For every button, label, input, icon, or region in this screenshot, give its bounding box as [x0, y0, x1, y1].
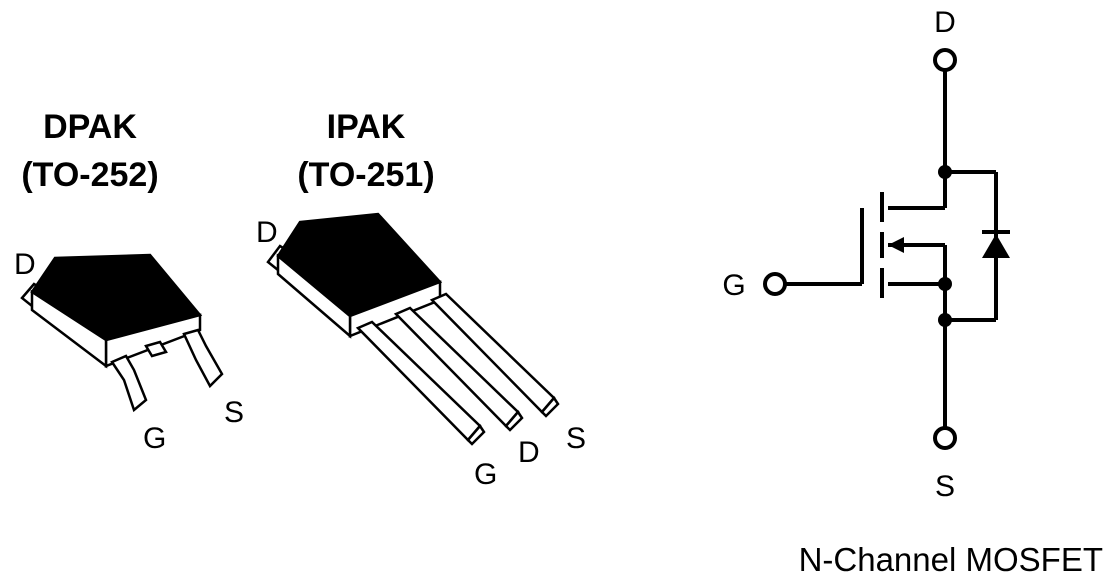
- ipak-pin-g: G: [474, 458, 497, 491]
- dpak-package: DPAK (TO-252) D G S: [14, 108, 244, 455]
- ipak-pin-d: D: [518, 436, 540, 469]
- junction-dot: [938, 277, 952, 291]
- dpak-pin-g: G: [143, 422, 166, 455]
- drain-terminal: [933, 48, 957, 72]
- junction-dot: [938, 165, 952, 179]
- junction-dot: [938, 313, 952, 327]
- schematic-label-d: D: [934, 6, 956, 39]
- ipak-pin-s: S: [566, 422, 586, 455]
- ipak-subtitle: (TO-251): [297, 156, 434, 194]
- dpak-center-lead: [144, 340, 168, 358]
- body-diode-bar: [982, 230, 1010, 234]
- ipak-package: IPAK (TO-251) D G D S: [256, 108, 586, 491]
- dpak-pin-s: S: [224, 396, 244, 429]
- dpak-title: DPAK: [43, 108, 137, 146]
- ipak-title: IPAK: [327, 108, 406, 146]
- dpak-source-lead: [182, 328, 224, 389]
- source-terminal: [933, 426, 957, 450]
- dpak-pin-d: D: [14, 248, 36, 281]
- schematic-label-g: G: [722, 269, 745, 302]
- ipak-pin-d-tab: D: [256, 216, 278, 249]
- body-diode: [982, 234, 1010, 258]
- dpak-gate-lead: [110, 354, 148, 413]
- mosfet-symbol-fills: [888, 165, 1010, 327]
- channel-arrow: [888, 237, 904, 253]
- schematic-caption: N-Channel MOSFET: [799, 541, 1103, 578]
- gate-terminal: [763, 272, 787, 296]
- schematic-label-s: S: [935, 470, 955, 503]
- n-channel-mosfet-symbol: [763, 48, 998, 450]
- dpak-subtitle: (TO-252): [21, 156, 158, 194]
